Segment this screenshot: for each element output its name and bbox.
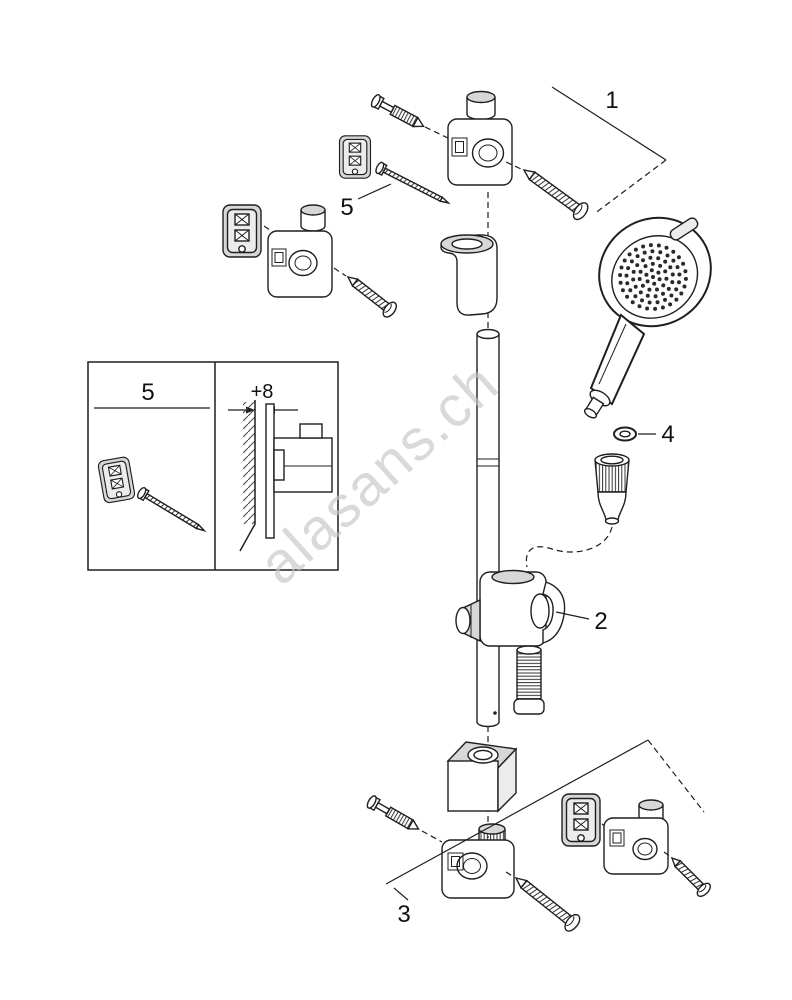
inset-bracket [273, 423, 333, 493]
screw-axis-left [333, 267, 347, 277]
mounting-screw-left [346, 275, 398, 318]
callout-5: 5 [340, 194, 353, 221]
shower-hose [513, 645, 545, 715]
wall-plate-left [222, 204, 262, 258]
wall-plug-top [338, 135, 372, 179]
mounting-screw-top [522, 169, 589, 221]
glider-bracket-top [447, 90, 513, 186]
wall-holder-bottom [446, 741, 518, 813]
inset-wall-plug [96, 455, 136, 505]
wall-hatch [243, 402, 255, 524]
plate-axis-left [263, 225, 274, 233]
hose-route [525, 526, 613, 568]
anchor-screw-top [370, 94, 425, 128]
wall-bracket-right [603, 799, 669, 875]
screw-axis-top-2 [505, 161, 522, 170]
screw-axis-right [663, 851, 672, 858]
shower-handle [589, 313, 646, 406]
brand-badge [669, 217, 699, 241]
callout-3: 3 [397, 901, 410, 928]
callout-3-leader [385, 739, 705, 901]
glider-bracket-bottom [441, 823, 515, 899]
callout-2: 2 [594, 608, 607, 635]
callout-2-leader [555, 611, 590, 620]
hose-connector [594, 453, 630, 525]
spray-face-dots [618, 243, 688, 311]
detail-inset: 5 +8 [87, 361, 339, 571]
callout-1: 1 [605, 87, 618, 114]
callout-4: 4 [661, 421, 674, 448]
inset-screw [136, 486, 207, 532]
wall-plate-right [561, 793, 601, 847]
callout-5-leader [357, 183, 392, 200]
anchor-screw-bottom [366, 795, 420, 830]
inset-label: 5 [141, 379, 154, 406]
inset-rail-profile [265, 403, 275, 539]
handle-inlet [583, 389, 611, 419]
wall-face-line [239, 400, 256, 552]
hand-shower [583, 216, 712, 419]
wall-holder-top [440, 234, 498, 316]
plug-screw-top [375, 161, 451, 205]
mounting-screw-right [670, 856, 712, 898]
hose-washer [613, 426, 637, 442]
inset-dimension: +8 [251, 381, 274, 403]
screw-axis-top [424, 126, 451, 140]
slider-holder [455, 569, 566, 647]
mounting-screw-bottom [514, 876, 581, 932]
screw-axis-bottom-2 [505, 871, 515, 878]
screw-axis-bottom [421, 830, 443, 843]
callout-1-leader [551, 86, 667, 215]
wall-bracket-left [267, 204, 333, 298]
